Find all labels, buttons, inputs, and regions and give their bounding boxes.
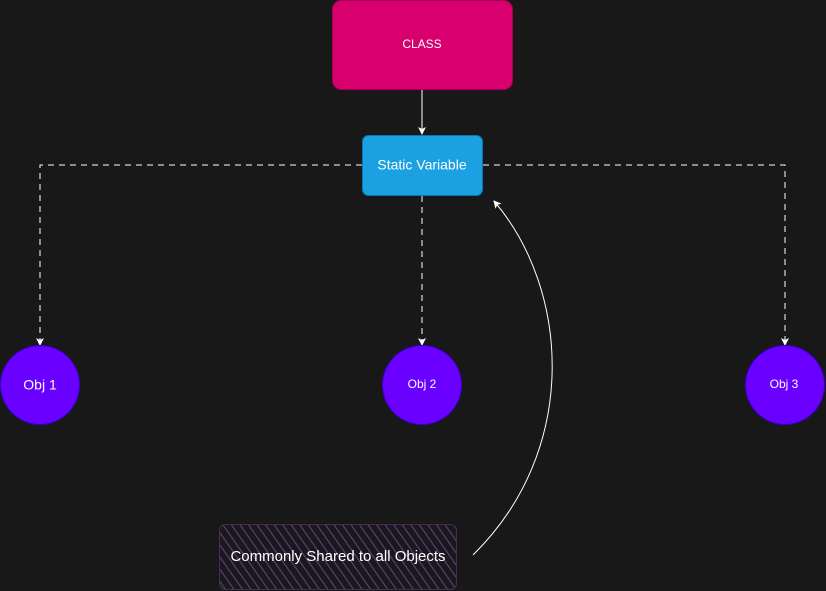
object-node-1[interactable]: Obj 1 — [0, 345, 80, 425]
static-to-obj1-connector — [36, 164, 362, 346]
object-label-3: Obj 3 — [770, 377, 799, 391]
note-box — [219, 524, 457, 590]
static-variable-label: Static Variable — [377, 157, 466, 173]
object-circle-1 — [0, 345, 80, 425]
static-variable-box — [362, 135, 483, 196]
class-box — [332, 0, 513, 90]
object-label-1: Obj 1 — [23, 377, 57, 393]
class-node[interactable]: CLASS — [332, 0, 513, 90]
static-to-obj3-connector — [483, 164, 789, 346]
class-label: CLASS — [402, 37, 441, 51]
note-node[interactable]: Commonly Shared to all Objects — [219, 524, 457, 590]
object-circle-3 — [745, 345, 825, 425]
note-label: Commonly Shared to all Objects — [230, 548, 445, 565]
object-label-2: Obj 2 — [408, 377, 437, 391]
static-variable-node[interactable]: Static Variable — [362, 135, 483, 196]
object-node-2[interactable]: Obj 2 — [382, 345, 462, 425]
object-node-3[interactable]: Obj 3 — [745, 345, 825, 425]
object-circle-2 — [382, 345, 462, 425]
note-to-static-curve — [472, 200, 553, 556]
